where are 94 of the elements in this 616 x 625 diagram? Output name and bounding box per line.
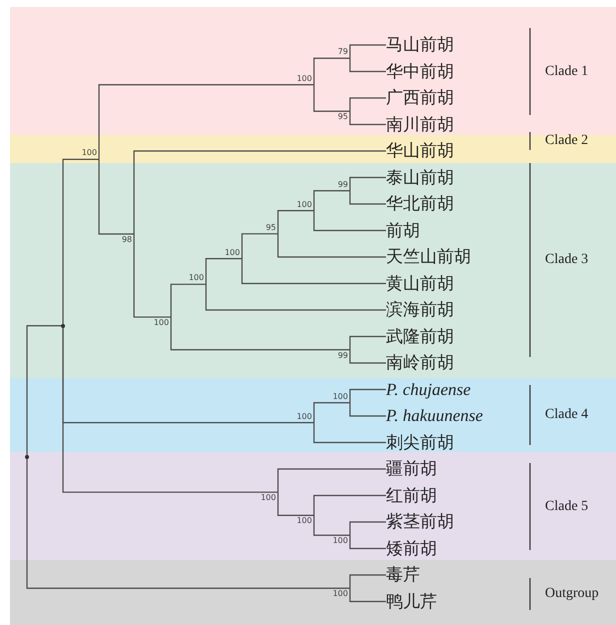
bootstrap-value: 99 [324, 350, 348, 361]
clade-band [10, 135, 616, 163]
tree-branch [349, 574, 386, 588]
tree-branch [349, 176, 386, 191]
tree-branch [313, 84, 350, 112]
tree-branch [241, 233, 278, 259]
bootstrap-value: 100 [252, 493, 276, 504]
bootstrap-value: 100 [324, 536, 348, 546]
tree-branch [313, 210, 386, 232]
bootstrap-value: 100 [73, 148, 97, 158]
tree-branch [349, 97, 386, 112]
taxon-label: 武隆前胡 [386, 326, 454, 348]
tree-branch [170, 284, 206, 318]
taxon-label: 天竺山前胡 [386, 246, 471, 268]
tree-branch [349, 521, 386, 536]
bootstrap-value: 100 [145, 318, 169, 328]
bootstrap-value: 100 [180, 273, 204, 284]
tree-branch [98, 159, 134, 235]
tree-branch [349, 388, 386, 403]
tree-branch [349, 336, 386, 350]
taxon-label: 疆前胡 [386, 458, 437, 480]
tree-branch [349, 58, 386, 72]
taxon-label: 马山前胡 [386, 34, 454, 56]
taxon-label: 华北前胡 [386, 193, 454, 215]
bootstrap-value: 98 [108, 235, 132, 246]
clade-band [10, 7, 616, 135]
tree-branch [313, 58, 350, 85]
tree-branch [170, 317, 350, 350]
tree-branch [62, 158, 99, 326]
bootstrap-value: 95 [252, 222, 276, 233]
tree-branch [241, 258, 386, 284]
taxon-label: 黄山前胡 [386, 272, 454, 294]
tree-branch [313, 190, 350, 211]
taxon-label: 南川前胡 [386, 114, 454, 136]
tree-branch [349, 535, 386, 550]
taxon-label: 紫茎前胡 [386, 511, 454, 533]
bootstrap-value: 99 [324, 180, 348, 190]
tree-branch [205, 284, 386, 311]
bootstrap-value: 100 [324, 392, 348, 402]
clade-band [10, 452, 616, 560]
tree-branch [277, 468, 386, 492]
clade-label: Clade 4 [545, 406, 588, 424]
branch-point [61, 324, 65, 328]
tree-branch [313, 515, 350, 536]
bootstrap-value: 95 [324, 112, 348, 122]
tree-branch [62, 326, 278, 493]
taxon-label: 刺尖前胡 [386, 432, 454, 454]
taxon-label: 华中前胡 [386, 60, 454, 82]
tree-branch [98, 84, 314, 160]
branch-point [25, 455, 29, 460]
clade-band [10, 378, 616, 452]
taxon-label: 泰山前胡 [386, 166, 454, 188]
tree-branch [277, 210, 314, 234]
clade-label: Clade 3 [545, 251, 588, 269]
tree-branch [277, 234, 386, 258]
tree-branch [313, 494, 386, 516]
taxon-label: 红前胡 [386, 484, 437, 506]
clade-label: Outgroup [545, 585, 599, 603]
clade-label: Clade 2 [545, 132, 588, 150]
taxon-label: 前胡 [386, 220, 420, 242]
tree-branch [133, 234, 171, 318]
tree-branch [133, 150, 386, 234]
taxon-label: 华山前胡 [386, 140, 454, 162]
tree-branch [349, 350, 386, 364]
bootstrap-value: 100 [216, 248, 240, 258]
clade-band [10, 560, 616, 625]
taxon-label: 广西前胡 [386, 87, 454, 109]
tree-branch [349, 44, 386, 58]
tree-branch [205, 258, 242, 284]
tree-branch [277, 492, 314, 516]
bootstrap-value: 79 [324, 47, 348, 58]
taxon-label: 毒芹 [386, 564, 420, 586]
tree-branch [349, 111, 386, 126]
tree-branch [26, 325, 63, 458]
taxon-label: P. hakuunense [386, 405, 483, 427]
bootstrap-value: 100 [288, 412, 312, 422]
taxon-label: 矮前胡 [386, 538, 437, 560]
bootstrap-value: 100 [288, 200, 312, 210]
taxon-label: 鸭儿芹 [386, 590, 437, 612]
clade-label: Clade 1 [545, 62, 588, 80]
clade-band [10, 163, 616, 378]
tree-branch [349, 190, 386, 205]
taxon-label: 滨海前胡 [386, 299, 454, 321]
taxon-label: 南岭前胡 [386, 352, 454, 374]
tree-branch [349, 588, 386, 602]
tree-branch [349, 402, 386, 417]
taxon-label: P. chujaense [386, 378, 471, 400]
bootstrap-value: 100 [288, 516, 312, 526]
clade-label: Clade 5 [545, 498, 588, 516]
tree-branch [26, 457, 350, 589]
tree-branch [313, 422, 386, 444]
bootstrap-value: 100 [288, 74, 312, 84]
tree-branch [313, 402, 350, 423]
bootstrap-value: 100 [324, 589, 348, 600]
